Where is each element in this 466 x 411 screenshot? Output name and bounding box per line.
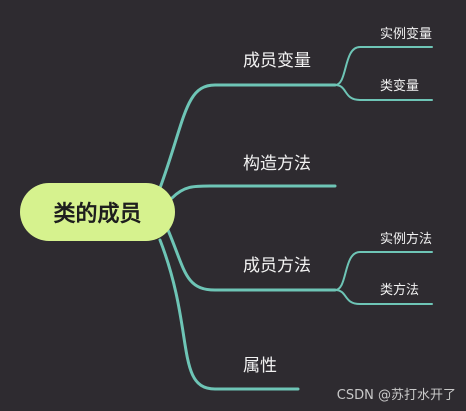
link-constructors — [170, 184, 337, 200]
link-member-methods — [166, 228, 337, 292]
node-class-vars[interactable]: 类变量 — [380, 79, 420, 94]
node-constructors[interactable]: 构造方法 — [243, 154, 311, 174]
node-class-methods[interactable]: 类方法 — [380, 283, 420, 298]
link-class-vars — [334, 84, 433, 101]
link-instance-vars — [334, 46, 433, 86]
link-properties — [158, 238, 300, 391]
link-instance-methods — [334, 251, 433, 291]
node-member-methods[interactable]: 成员方法 — [243, 256, 311, 276]
root-node[interactable]: 类的成员 — [20, 183, 175, 241]
link-member-vars — [158, 83, 337, 190]
watermark: CSDN @苏打水开了 — [336, 388, 456, 403]
node-instance-vars[interactable]: 实例变量 — [380, 27, 433, 42]
node-member-vars[interactable]: 成员变量 — [243, 51, 311, 71]
node-instance-methods[interactable]: 实例方法 — [380, 232, 433, 247]
link-class-methods — [334, 289, 433, 305]
node-properties[interactable]: 属性 — [243, 356, 277, 376]
